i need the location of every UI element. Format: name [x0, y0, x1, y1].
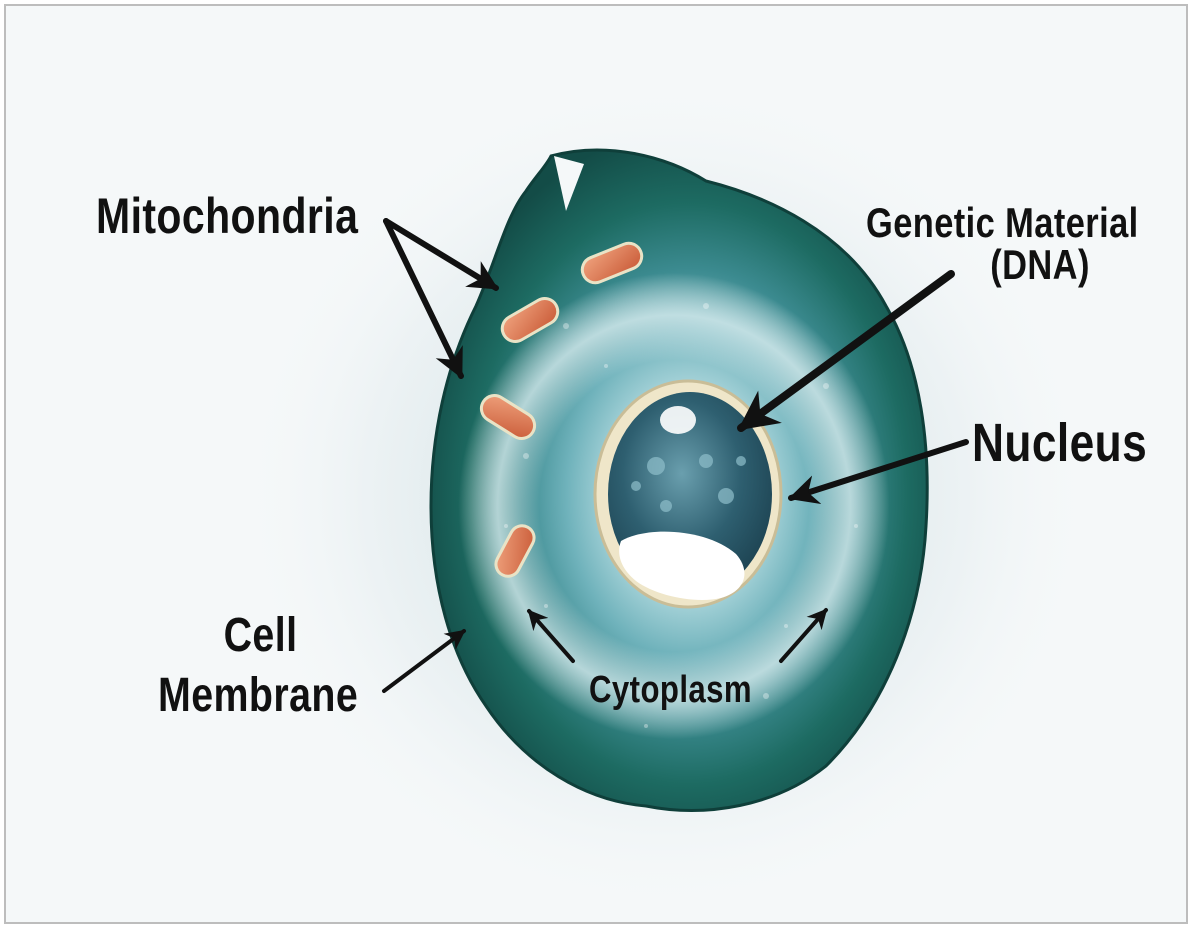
label-cytoplasm: Cytoplasm: [589, 671, 752, 709]
label-cell-membrane: Cell Membrane: [158, 612, 358, 720]
diagram-frame: Mitochondria Genetic Material (DNA) Nucl…: [4, 4, 1188, 924]
label-genetic-material-line2: (DNA): [866, 244, 1139, 286]
label-genetic-material: Genetic Material (DNA): [866, 202, 1139, 286]
label-cell-membrane-line1: Cell: [158, 612, 358, 660]
label-mitochondria: Mitochondria: [96, 191, 358, 241]
label-nucleus: Nucleus: [972, 416, 1147, 470]
label-cell-membrane-line2: Membrane: [158, 672, 358, 720]
label-genetic-material-line1: Genetic Material: [866, 202, 1139, 244]
